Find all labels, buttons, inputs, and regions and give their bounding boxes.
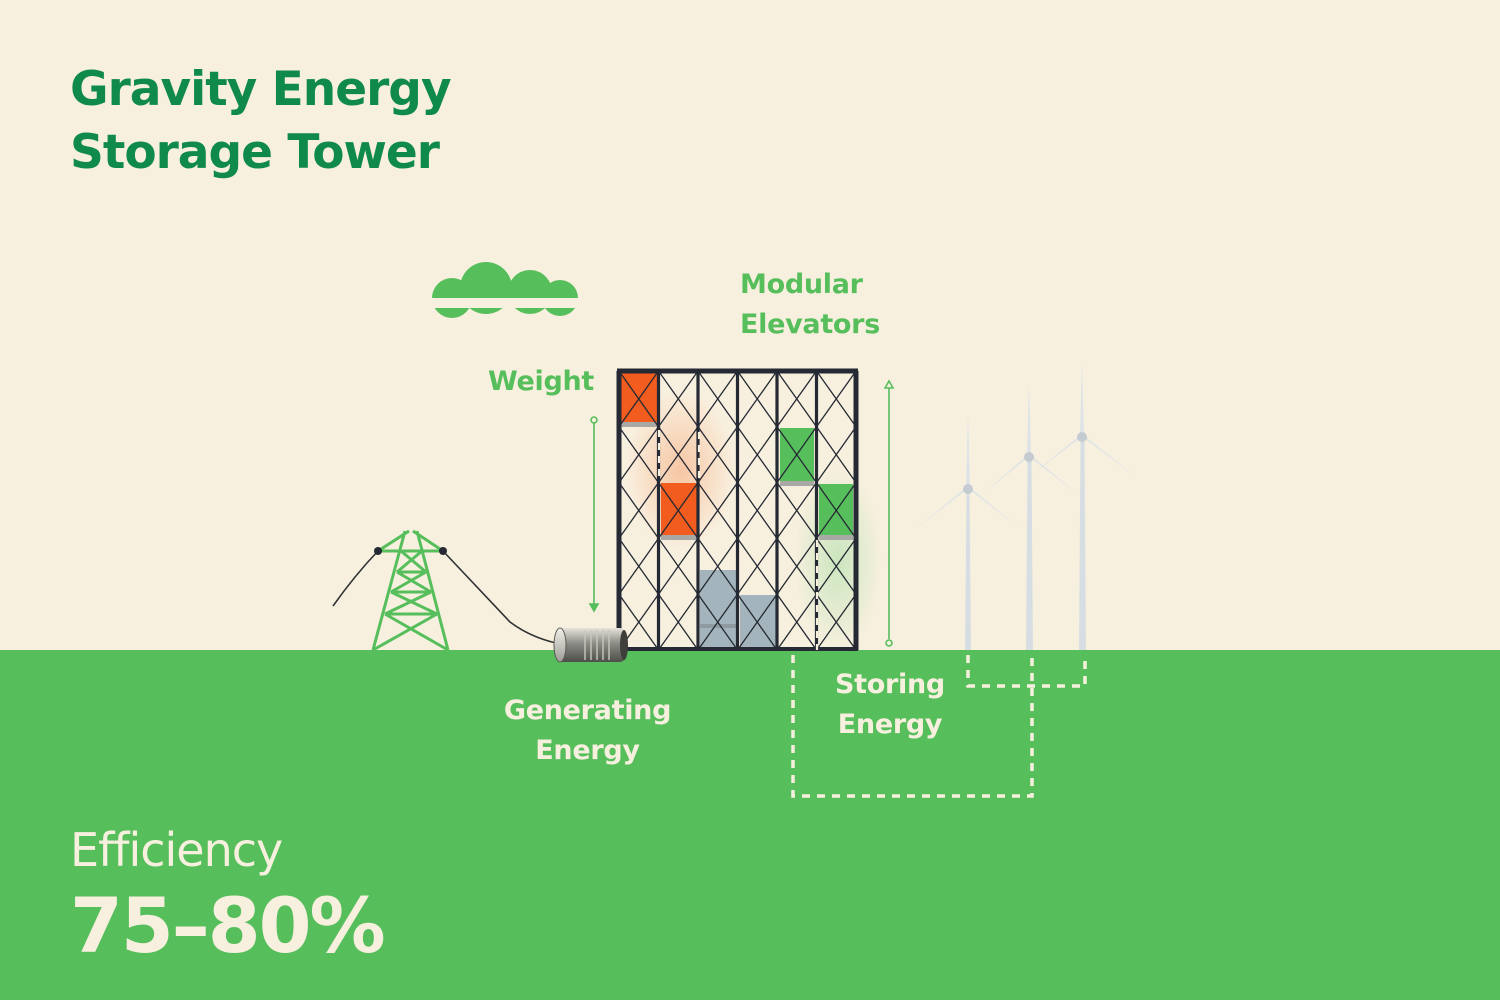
storing-energy-label: Storing Energy: [810, 665, 970, 745]
insulator-left: [374, 547, 382, 555]
tower-strut: [657, 426, 699, 483]
generating-energy-line-1: Generating: [503, 695, 672, 726]
weight-label: Weight: [488, 362, 594, 402]
tower-strut: [815, 593, 857, 651]
tower-strut: [776, 426, 818, 483]
wind-turbine-icon-3: [1030, 360, 1135, 650]
storing-energy-line-2: Energy: [837, 709, 943, 740]
title-line-2: Storage Tower: [70, 125, 440, 180]
modular-elevators-line-2: Elevators: [740, 309, 880, 340]
tower-strut: [618, 482, 660, 539]
tower-strut: [736, 370, 778, 428]
tower-strut: [776, 538, 818, 595]
modular-elevators-label: Modular Elevators: [740, 265, 880, 345]
tower-strut: [815, 482, 857, 539]
weight-arrow: [588, 416, 600, 613]
tower-strut: [697, 593, 739, 651]
generating-energy-line-2: Energy: [535, 735, 640, 766]
tower-strut: [618, 426, 660, 483]
tower-strut: [657, 538, 699, 595]
weight-label-text: Weight: [488, 366, 595, 397]
tower-strut: [657, 370, 699, 428]
tower-strut: [815, 426, 857, 483]
wind-turbine-icon-1: [914, 412, 1022, 650]
tower-strut: [697, 370, 739, 428]
tower-strut: [736, 538, 778, 595]
tower-strut: [736, 426, 778, 483]
weight-glow-orange: [625, 390, 735, 550]
tower-strut: [618, 370, 660, 428]
tower-strut: [736, 593, 778, 651]
tower-strut: [776, 370, 818, 428]
power-lines: [332, 550, 557, 644]
elevator-arrow: [883, 379, 895, 647]
efficiency-label: Efficiency: [70, 823, 283, 877]
wind-turbine-icon-2: [978, 382, 1080, 650]
storing-energy-line-1: Storing: [835, 669, 945, 700]
sky-background: [0, 0, 1500, 652]
transmission-tower-icon: [371, 529, 450, 652]
tower-strut: [618, 538, 660, 595]
tower-strut: [776, 482, 818, 539]
tower-strut: [657, 482, 699, 539]
tower-strut: [697, 426, 739, 483]
tower-strut: [736, 482, 778, 539]
generator-icon: [553, 627, 628, 663]
generating-energy-label: Generating Energy: [480, 691, 695, 771]
cloud: [420, 262, 595, 318]
tower-strut: [697, 538, 739, 595]
tower-frame: [616, 368, 859, 651]
insulator-right: [439, 547, 447, 555]
modular-elevators-line-1: Modular: [740, 269, 863, 300]
tower-strut: [815, 538, 857, 595]
ground: [0, 650, 1500, 1000]
tower-strut: [697, 482, 739, 539]
page-title: Gravity Energy Storage Tower: [70, 58, 452, 184]
cable-dashes: [657, 430, 819, 650]
efficiency-value: 75–80%: [70, 881, 386, 970]
title-line-1: Gravity Energy: [70, 62, 452, 117]
tower-strut: [657, 593, 699, 651]
tower-strut: [776, 593, 818, 651]
tower-strut: [815, 370, 857, 428]
underground-storage-outline: [791, 655, 1087, 798]
